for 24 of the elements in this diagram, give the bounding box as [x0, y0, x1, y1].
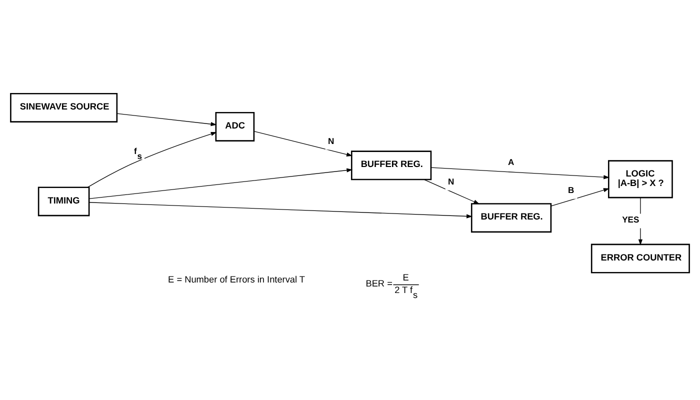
arrow: [87, 132, 217, 188]
label: E = Number of Errors in Interval T: [168, 274, 306, 285]
node-box: ADC: [215, 112, 255, 142]
arrow: [88, 168, 353, 200]
arrow: [424, 179, 480, 204]
edge-label: N: [448, 176, 454, 187]
edge-label: B: [568, 185, 574, 196]
node-box: BUFFER REG.: [470, 203, 552, 233]
edge-label: A: [508, 157, 514, 168]
arrow: [254, 131, 352, 156]
label: E: [402, 272, 409, 282]
node-box: TIMING: [38, 186, 90, 216]
arrow: [638, 197, 643, 246]
edge-label: N: [328, 136, 334, 146]
node-box: ERROR COUNTER: [590, 244, 690, 274]
arrow: [116, 113, 217, 126]
node-box: SINEWAVE SOURCE: [10, 92, 118, 122]
arrow: [430, 167, 610, 180]
label: BER =: [366, 278, 392, 289]
edge-label: YES: [622, 214, 640, 225]
arrow: [550, 188, 610, 206]
arrow: [88, 202, 472, 218]
node-box: LOGIC |A-B| > X ?: [608, 160, 673, 198]
node-box: BUFFER REG.: [350, 150, 432, 180]
